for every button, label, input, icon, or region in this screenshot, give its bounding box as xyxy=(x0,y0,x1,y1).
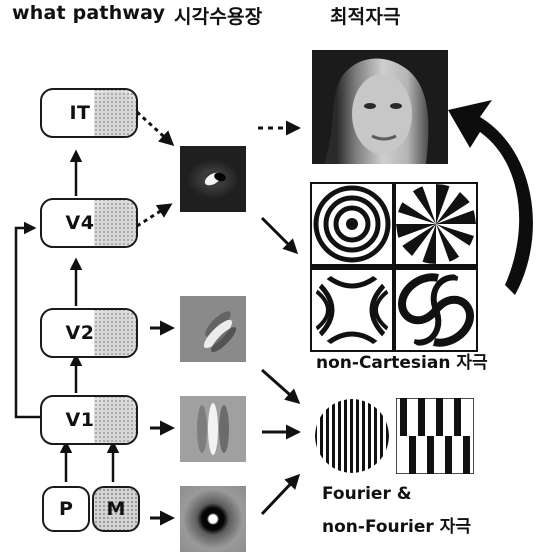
header-optimal-stimulus: 최적자극 xyxy=(330,6,401,28)
area-v4-label: V4 xyxy=(65,212,95,234)
hyperbolic-stimulus xyxy=(312,270,392,350)
face-photo xyxy=(312,50,448,164)
arrow-rf-m-to-fourier xyxy=(260,473,301,516)
spiral-stimulus xyxy=(396,270,476,350)
non-cartesian-stimuli xyxy=(310,182,478,352)
receptive-field-it xyxy=(180,146,246,212)
receptive-field-m xyxy=(180,486,246,552)
area-v2-label: V2 xyxy=(65,322,95,344)
arrow-v4-to-rf xyxy=(136,203,173,228)
concentric-stimulus xyxy=(312,184,392,264)
header-what-pathway: what pathway xyxy=(12,2,166,24)
header-receptive-field: 시각수용장 xyxy=(174,6,263,28)
area-it: IT xyxy=(40,88,138,138)
fourier-grating-stimulus xyxy=(314,398,390,474)
arrow-rf-v2-to-fourier xyxy=(261,368,301,404)
arrow-it-to-rf xyxy=(135,110,175,147)
area-m: M xyxy=(92,486,140,532)
receptive-field-v1 xyxy=(180,396,246,462)
area-v4: V4 xyxy=(40,198,138,248)
area-v1: V1 xyxy=(40,395,138,445)
caption-non-cartesian: non-Cartesian 자극 xyxy=(316,353,488,373)
caption-fourier-line2: non-Fourier 자극 xyxy=(322,517,471,537)
receptive-field-v2 xyxy=(180,296,246,362)
area-v1-label: V1 xyxy=(65,409,95,431)
caption-fourier-line1: Fourier & xyxy=(322,484,412,504)
arrow-rf-v4-to-noncartesian xyxy=(260,216,299,255)
arrow-v1-bypass-to-v4 xyxy=(14,221,40,419)
area-v2: V2 xyxy=(40,308,138,358)
non-fourier-checker-stimulus xyxy=(396,398,474,474)
curved-arrow-icon xyxy=(448,100,533,295)
area-it-label: IT xyxy=(69,102,91,124)
radial-stimulus xyxy=(396,184,476,264)
area-p: P xyxy=(42,486,90,532)
